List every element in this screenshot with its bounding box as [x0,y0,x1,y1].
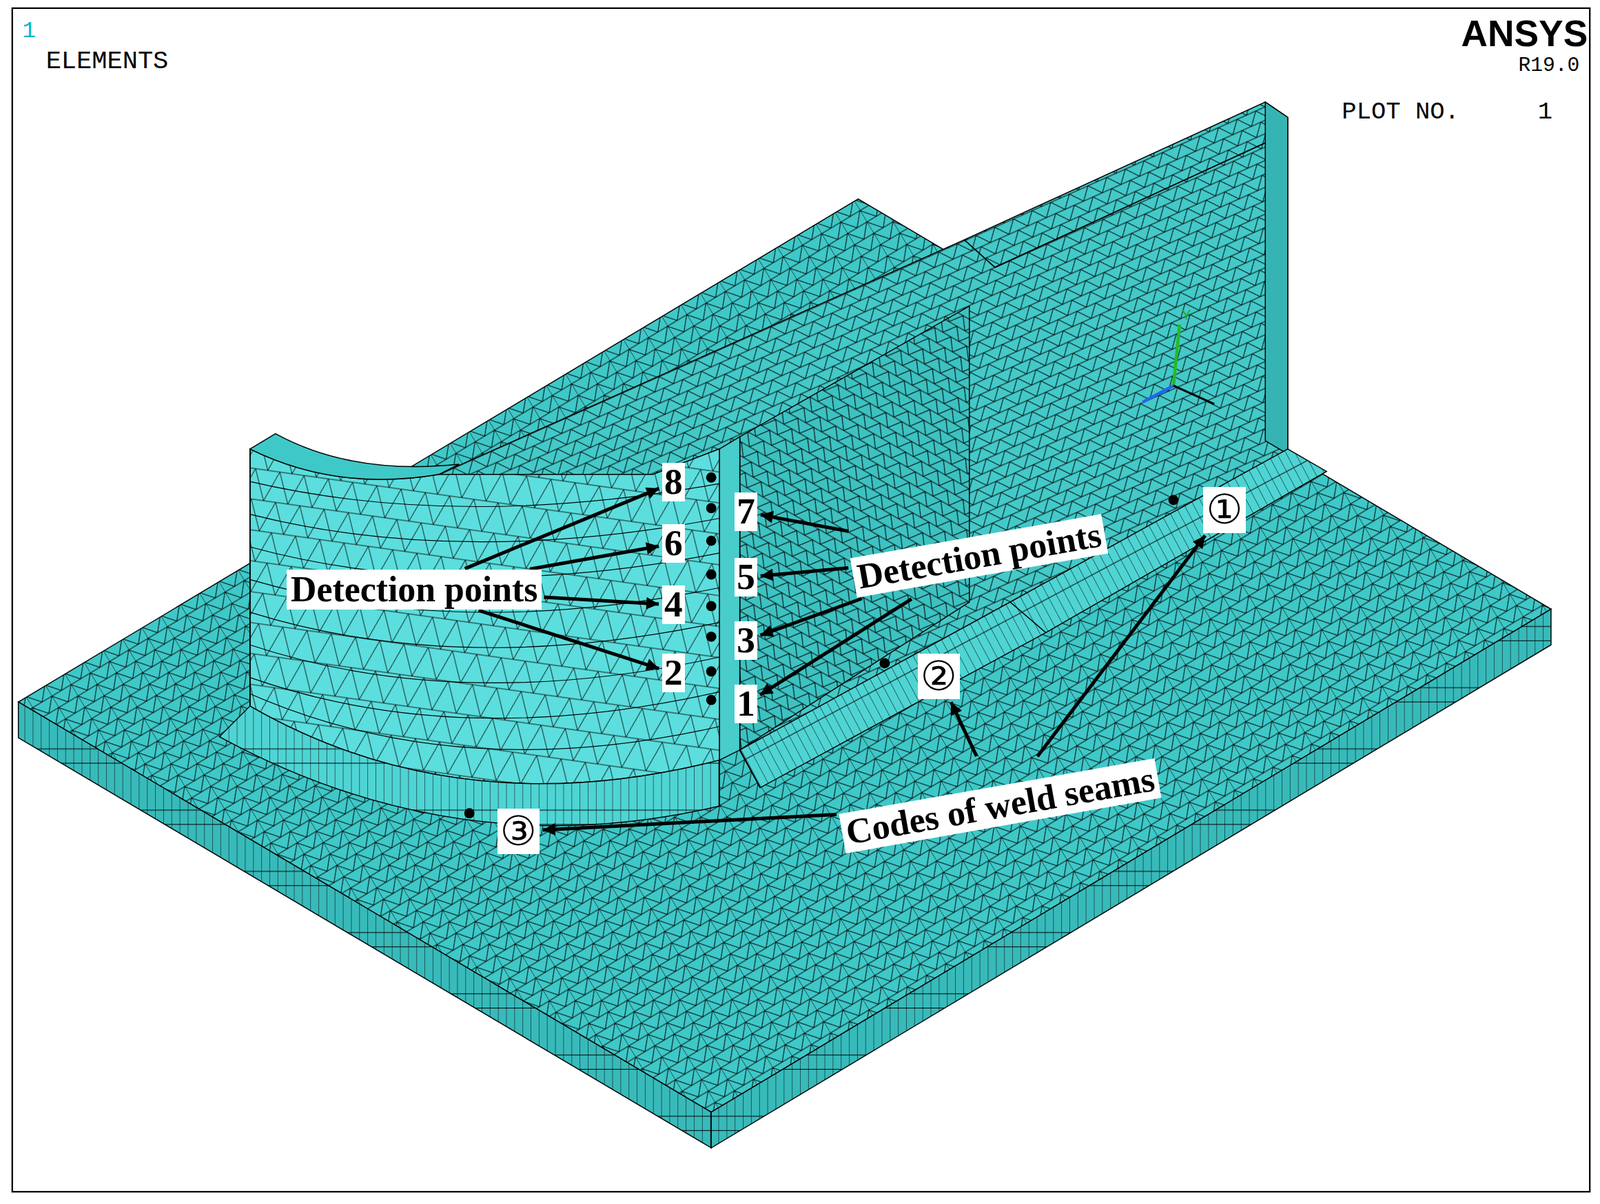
node-text: 2 [664,653,683,693]
saddle-mesh-lines [250,481,720,750]
node-text: Detection points [290,571,538,609]
leader-arrow [760,514,849,532]
weld-dot [464,808,475,819]
leader-arrow [543,597,659,605]
weld-joint [719,750,761,807]
node-text: 3 [736,621,756,661]
saddle-mesh [250,449,720,785]
rib-mesh [740,305,970,750]
detection-dot [706,569,717,581]
plot-title: ELEMENTS [46,48,169,75]
saddle-surface [250,449,720,785]
detection-dot [706,695,717,706]
axis-z [1143,385,1174,403]
saddle-top [250,434,460,481]
rib-side [740,305,970,750]
wall-edge [1265,101,1288,455]
node-text: 4 [664,585,683,625]
node-text: 1 [736,684,756,724]
detection-point-number: 1 [734,684,758,724]
weld-code: ② [917,653,960,700]
weld-seam-3 [219,706,720,827]
axis-y [1173,324,1180,386]
axis-x [1173,385,1215,405]
weld-seam-2 [740,602,1046,789]
node-text: 8 [664,463,683,502]
plot-number: 1 [1537,99,1553,125]
detection-dots [464,472,1179,819]
weld-mesh-3 [219,706,720,827]
node-text: 7 [736,492,756,532]
detection-dot [706,536,717,547]
saddle-edge [249,449,251,707]
node-text: Detection points [854,516,1104,597]
leader-arrow [1037,535,1206,757]
weld-code: ③ [497,808,540,855]
detection-point-number: 3 [734,621,758,661]
weld-dot [1168,494,1179,506]
weld-code: ① [1203,487,1246,533]
node-text: ③ [500,810,537,854]
detection-dot [706,601,717,612]
wall-step [963,142,1266,268]
screen-number: 1 [22,20,37,44]
detection-point-number: 8 [662,463,685,502]
leader-arrow [760,568,849,577]
detection-dot [706,503,717,514]
node-text: Codes of weld seams [842,760,1157,852]
weld-dot [879,658,891,669]
node-text: ② [920,655,958,699]
node-text: 6 [664,524,683,563]
callout-box: Detection points [286,569,542,610]
leader-arrow [950,702,977,757]
version-number: R19.0 [1518,55,1581,77]
leader-arrow [465,488,660,569]
detection-point-number: 6 [662,524,685,563]
leader-arrow [760,598,863,636]
detection-dot [706,666,717,677]
callout-box: Detection points [850,514,1109,599]
detection-point-number: 5 [734,558,758,597]
detection-dot [706,631,717,643]
leader-arrow [542,814,837,831]
leader-arrow [760,599,912,696]
leader-arrow [478,610,660,669]
detection-point-number: 7 [734,492,758,532]
plot-number-label: PLOT NO. [1341,99,1460,125]
axis-label: Y [1181,308,1192,323]
node-text: 5 [736,558,756,597]
node-text: ① [1205,488,1243,532]
plot-frame [12,8,1590,1193]
weld-mesh-2 [740,602,1046,789]
detection-point-number: 2 [662,653,685,693]
detection-dot [706,472,717,484]
callout-box: Codes of weld seams [838,758,1162,854]
software-name: ANSYS [1461,15,1589,52]
detection-point-number: 4 [662,585,685,625]
leader-arrow [529,546,659,570]
